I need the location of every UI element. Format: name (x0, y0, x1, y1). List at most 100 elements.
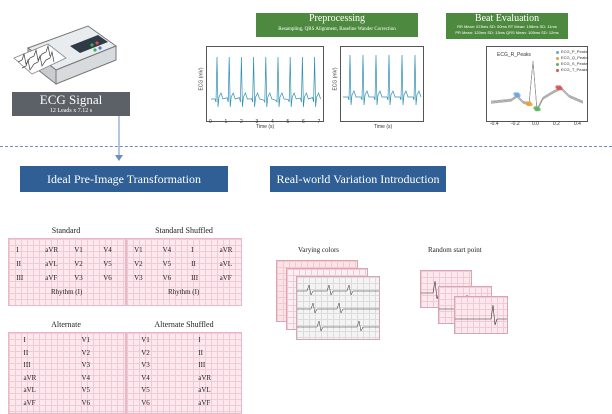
lead-label: I (191, 246, 194, 254)
legend-swatch (556, 63, 559, 66)
lead-label: V1 (81, 336, 91, 344)
plot2-ylabel: ECG (mV) (332, 67, 339, 91)
random-start-sheet-3 (454, 296, 508, 334)
lead-label: aVL (219, 260, 233, 268)
lead-label: II (23, 348, 29, 357)
beat-overlay-line (490, 60, 584, 113)
legend-swatch (556, 69, 559, 72)
lead-label: V6 (141, 398, 150, 407)
lead-label: V1 (74, 246, 83, 254)
lead-label: V4 (81, 373, 91, 382)
lead-label: aVL (198, 386, 211, 394)
lead-label: I (23, 336, 26, 344)
lead-label: V2 (74, 260, 83, 268)
lead-label: aVF (198, 398, 211, 407)
plot1-xtick: 4 (271, 119, 274, 125)
section-divider (0, 146, 612, 147)
lead-label: V5 (162, 260, 172, 268)
beat-xtick: -0.4 (490, 121, 499, 127)
rhythm-lead-label: Rhythm (I) (168, 288, 200, 296)
plot1-xtick: 6 (302, 119, 305, 125)
preprocessing-title: Preprocessing (308, 13, 366, 24)
ecg-signal-title: ECG Signal (39, 92, 103, 107)
beat-plot-title: ECG_R_Peaks (497, 52, 531, 58)
ecg-machine-illustration (8, 9, 118, 93)
lead-label: III (191, 274, 199, 282)
plot1-xtick: 3 (255, 119, 259, 125)
preprocessing-subtitle: Resampling, QRS Alignment, Baseline Wand… (278, 27, 396, 32)
lead-label: V6 (81, 398, 91, 407)
lead-label: V4 (162, 246, 172, 254)
legend-entry: ECG_P_Peaks (561, 49, 588, 54)
lead-label: II (16, 260, 21, 268)
legend-entry: ECG_S_Peaks (561, 61, 588, 66)
down-arrow-icon (115, 116, 123, 161)
lead-label: V5 (141, 386, 150, 394)
beat-stats-line2: PR Mean: 120ms SD: 13ms QRS Mean: 105ms … (455, 30, 559, 35)
plot2-xlabel: Time (s) (374, 124, 393, 130)
preprocess-plot-full (206, 46, 324, 122)
standard-shuffled-title: Standard Shuffled (155, 226, 213, 235)
lead-label: III (23, 361, 31, 369)
lead-label: V3 (141, 361, 150, 369)
beat-xtick: -0.2 (511, 121, 520, 127)
lead-label: V2 (134, 260, 143, 268)
beat-xtick: 0.2 (553, 121, 560, 127)
lead-label: V6 (103, 274, 112, 282)
realworld-variation-header: Real-world Variation Introduction (270, 166, 446, 192)
plot1-xtick: 5 (286, 119, 290, 125)
lead-label: V5 (103, 260, 112, 268)
lead-label: aVR (23, 373, 37, 382)
legend-swatch (556, 51, 559, 54)
fiducial-point (529, 102, 533, 107)
lead-label: V4 (103, 246, 112, 254)
lead-label: V1 (141, 336, 150, 344)
preprocess-plot-zoom (340, 46, 424, 122)
ecg-zoom-trace-line (343, 54, 422, 106)
lead-label: V3 (134, 274, 143, 282)
plot1-xtick: 1 (224, 119, 228, 125)
lead-label: aVF (219, 274, 232, 282)
beat-stats-line1: RR Mean: 678ms SD: 50ms RT Mean: 198ms S… (457, 24, 557, 29)
fiducial-point (517, 93, 521, 98)
plot1-ylabel: ECG (mV) (198, 67, 205, 91)
legend-entry: ECG_Q_Peaks (561, 55, 589, 60)
beat-xtick: 0.0 (532, 121, 539, 127)
plot1-xtick: 0 (209, 119, 212, 125)
rhythm-lead-label: Rhythm (I) (51, 288, 83, 296)
lead-label: aVR (45, 246, 59, 254)
lead-label: aVR (219, 246, 233, 254)
lead-label: I (16, 246, 19, 254)
lead-label: aVL (23, 386, 36, 394)
ecg-signal-subtitle: 12 Leads x 7.12 s (49, 108, 93, 114)
lead-label: II (191, 260, 196, 268)
lead-label: V1 (134, 246, 143, 254)
plot1-xtick: 7 (317, 119, 321, 125)
varying-colors-sheet-3 (296, 276, 380, 340)
lead-label: V4 (141, 373, 150, 382)
alternate-shuffled-title: Alternate Shuffled (154, 320, 214, 329)
ecg-trace-line (211, 56, 321, 108)
lead-label: II (198, 348, 203, 357)
plot1-xlabel: Time (s) (256, 124, 275, 130)
varying-colors-label: Varying colors (298, 246, 340, 254)
random-start-label: Random start point (428, 246, 482, 254)
lead-label: I (198, 336, 201, 344)
fiducial-point (559, 86, 563, 91)
lead-label: aVR (198, 373, 212, 382)
lead-label: V3 (81, 361, 91, 369)
standard-title: Standard (51, 226, 81, 235)
plot1-xtick: 2 (240, 119, 243, 125)
lead-label: aVL (45, 260, 58, 268)
lead-label: V3 (74, 274, 83, 282)
beat-evaluation-title: Beat Evaluation (474, 13, 540, 24)
lead-label: aVF (23, 398, 36, 407)
beat-eval-plot (486, 46, 588, 122)
beat-evaluation-box: Beat Evaluation RR Mean: 678ms SD: 50ms … (446, 13, 568, 39)
lead-label: III (198, 361, 206, 369)
alternate-title: Alternate (51, 320, 81, 329)
